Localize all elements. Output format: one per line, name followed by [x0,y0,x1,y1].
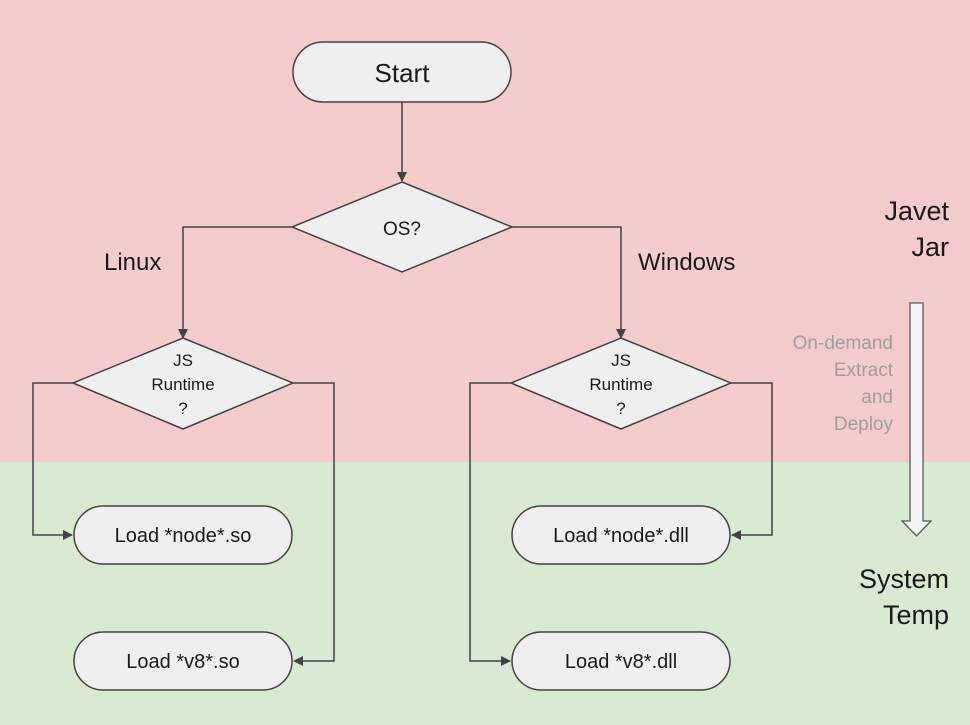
deploy-note-line1: On-demand [793,333,893,354]
windows-runtime-label-line1: JS [611,351,631,370]
node-load-node-dll: Load *node*.dll [511,505,731,565]
load-v8-dll-label: Load *v8*.dll [565,651,677,673]
region-label-jar: Jar [911,232,949,262]
linux-runtime-label-line2: Runtime [151,375,214,394]
edge-windows-runtime-to-v8-dll [469,382,511,666]
node-os-decision: OS? [290,181,514,273]
node-load-v8-so: Load *v8*.so [73,631,293,691]
edge-label-linux: Linux [104,249,161,276]
edge-windows-runtime-to-node-dll [731,382,773,540]
region-label-javet: Javet [884,196,949,226]
node-windows-runtime-decision: JS Runtime ? [509,337,733,430]
deploy-note-line4: Deploy [834,414,894,435]
edge-linux-runtime-to-node-so [32,382,73,540]
node-start: Start [292,41,512,103]
node-load-node-so: Load *node*.so [73,505,293,565]
node-load-v8-dll: Load *v8*.dll [511,631,731,691]
deploy-down-arrow-icon [900,302,933,537]
node-linux-runtime-decision: JS Runtime ? [71,337,295,430]
edge-os-to-windows-runtime [512,226,626,339]
edges [32,102,773,666]
load-node-so-label: Load *node*.so [115,525,252,547]
edge-label-windows: Windows [638,249,735,276]
edge-linux-runtime-to-v8-so [293,382,335,666]
load-v8-so-label: Load *v8*.so [126,651,239,673]
deploy-note-line3: and [861,387,893,408]
windows-runtime-label-line3: ? [616,399,625,418]
windows-runtime-label-line2: Runtime [589,375,652,394]
load-node-dll-label: Load *node*.dll [553,525,689,547]
os-decision-label: OS? [383,219,421,240]
linux-runtime-label-line3: ? [178,399,187,418]
region-label-temp: Temp [883,600,949,630]
deploy-note-line2: Extract [834,360,894,381]
start-label: Start [375,58,431,88]
edge-os-to-linux-runtime [178,226,292,339]
linux-runtime-label-line1: JS [173,351,193,370]
region-label-system: System [859,564,949,594]
